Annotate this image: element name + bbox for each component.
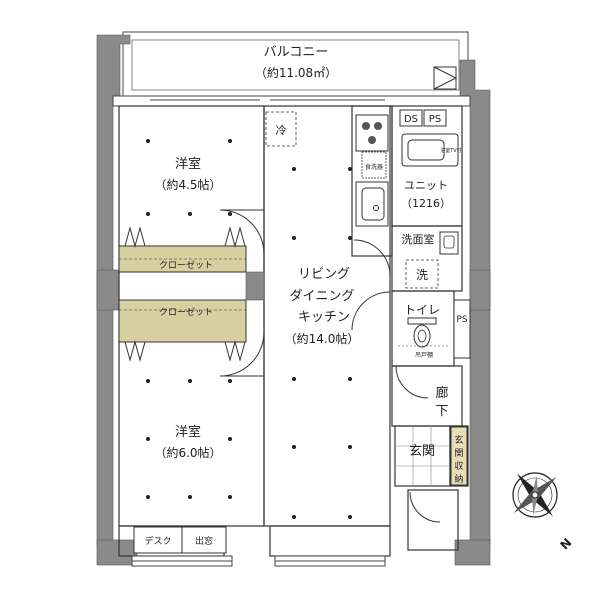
entrance-storage-3: 収	[454, 460, 463, 472]
sink-icon	[355, 181, 389, 227]
entrance-storage-4: 納	[454, 473, 463, 485]
south-windows	[131, 555, 386, 567]
closet-2-label: クローゼット	[159, 306, 213, 318]
outer-walls	[96, 34, 491, 566]
bathtub-icon	[401, 133, 459, 167]
washroom-label: 洗面室	[402, 232, 435, 246]
toilet-label: トイレ	[404, 303, 440, 317]
wash-basin-icon	[439, 231, 459, 255]
entrance-tiles	[395, 426, 450, 486]
bath-name: ユニット	[404, 179, 448, 192]
dishwasher-icon	[361, 151, 387, 179]
north-wall	[112, 95, 471, 107]
bath-size: （1216）	[401, 197, 451, 210]
hallway-line2: 下	[435, 404, 448, 419]
compass-icon	[512, 472, 558, 518]
ldk-size: （約14.0帖）	[285, 331, 360, 346]
ps-top-label: PS	[429, 114, 441, 125]
room-north-name: 洋室	[175, 156, 201, 172]
closet-1-label: クローゼット	[159, 259, 213, 271]
ldk-line2: ダイニング	[289, 289, 354, 304]
fridge-area	[265, 111, 297, 147]
balcony-area: （約11.08㎡）	[255, 65, 337, 80]
room-north-size: （約4.5帖）	[154, 177, 221, 192]
toilet-note: 吊戸棚	[415, 351, 433, 359]
entrance-storage-box	[450, 426, 468, 486]
hallway-line1: 廊	[435, 385, 448, 401]
toilet-icon	[407, 317, 437, 348]
stove-icon	[355, 114, 389, 152]
balcony-exhaust-icon	[433, 66, 458, 90]
ds-ps-boxes	[399, 109, 471, 359]
ceiling-lights	[146, 139, 352, 519]
desk-label: デスク	[144, 535, 171, 547]
doors	[219, 209, 441, 523]
entrance-storage-2: 関	[454, 448, 463, 459]
desk-bay	[133, 526, 227, 554]
bath-panel-label: 浴室TV付	[440, 147, 461, 154]
room-south-name: 洋室	[175, 424, 201, 440]
ldk-line1: リビング	[298, 267, 350, 282]
dishwasher-label: 食洗器	[365, 163, 383, 171]
balcony	[122, 31, 469, 97]
balcony-name: バルコニー	[264, 45, 329, 60]
ds-label: DS	[404, 114, 418, 125]
entrance-storage-1: 玄	[454, 434, 463, 446]
bay-window-label: 出窓	[195, 535, 213, 547]
closet-upper	[118, 226, 247, 273]
ps-side-label: PS	[456, 315, 467, 325]
entrance-label: 玄関	[409, 444, 435, 459]
compass-label: N	[557, 535, 574, 552]
column	[245, 271, 265, 301]
ldk-line3: キッチン	[298, 310, 350, 325]
washer-space	[405, 259, 439, 289]
closet-lower	[118, 299, 247, 362]
washer-label: 洗	[416, 268, 428, 282]
room-south-size: （約6.0帖）	[154, 445, 221, 460]
fridge-label: 冷	[276, 124, 287, 137]
